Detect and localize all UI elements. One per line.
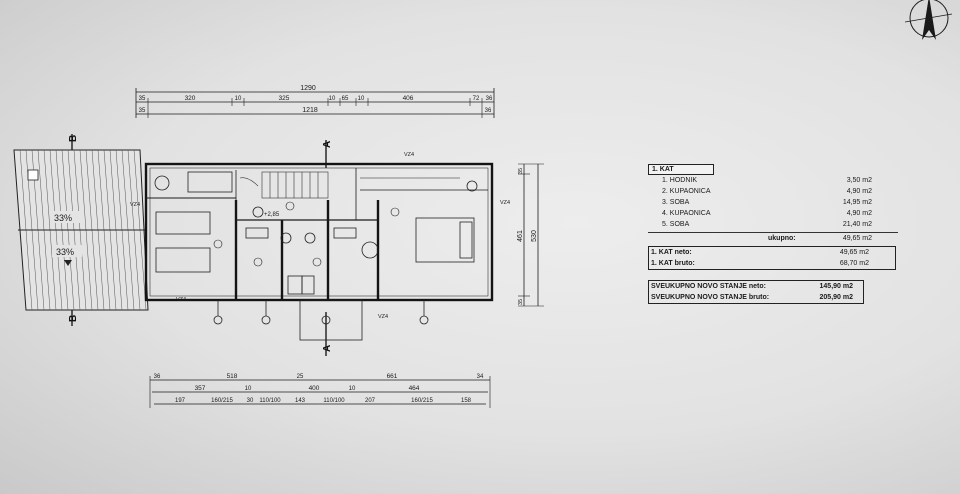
- dim-bottom-3: 110/100: [323, 398, 345, 404]
- vz-label: VZ4: [176, 297, 186, 303]
- dim-top-total: 1290: [300, 85, 316, 92]
- dim-top-seg: 10: [358, 96, 365, 102]
- overall-gross-row: SVEUKUPNO NOVO STANJE bruto: 205,90 m2: [649, 292, 863, 303]
- dim-top-seg: 10: [235, 96, 242, 102]
- dim-top-seg: 320: [185, 95, 196, 102]
- dim-bottom-2: 10: [245, 386, 252, 392]
- room-area: 4,90 m2: [846, 210, 872, 217]
- gross-value: 68,70 m2: [839, 260, 869, 267]
- dim-bottom-2: 400: [309, 385, 320, 392]
- dim-bottom-3: 197: [175, 398, 186, 404]
- dim-top-seg: 10: [329, 96, 336, 102]
- gross-label: 1. KAT bruto:: [651, 260, 695, 267]
- dim-bottom-1: 25: [297, 374, 304, 380]
- dim-bottom-2: 10: [349, 386, 356, 392]
- dim-right-bottom: 35: [518, 299, 524, 305]
- dim-right-inner: 461: [517, 230, 524, 242]
- dim-bottom-1: 518: [227, 373, 238, 380]
- section-a-top: A: [322, 141, 333, 148]
- room-name: 2. KUPAONICA: [662, 188, 711, 195]
- overall-net-label: SVEUKUPNO NOVO STANJE neto:: [651, 283, 766, 290]
- room-area: 4,90 m2: [846, 188, 872, 195]
- overall-net-row: SVEUKUPNO NOVO STANJE neto: 145,90 m2: [649, 281, 863, 292]
- column-markers: [213, 299, 429, 341]
- dim-bottom-1: 36: [154, 374, 161, 380]
- top-dimensions: 1290 35 320 10 325 10 65 10 406 72 36 35…: [135, 85, 495, 118]
- dim-top-inner: 1218: [302, 107, 318, 114]
- right-dimensions: 461 530 35 35: [517, 163, 544, 307]
- dim-bottom-3: 158: [461, 398, 472, 404]
- overall-net-value: 145,90 m2: [819, 283, 853, 290]
- dim-right-total: 530: [531, 230, 538, 242]
- dim-bottom-3: 160/215: [411, 398, 433, 404]
- legend-header: 1. KAT: [648, 164, 714, 175]
- total-value: 49,65 m2: [842, 235, 872, 242]
- dim-bottom-3: 143: [295, 398, 306, 404]
- dim-bottom-3: 110/100: [259, 398, 281, 404]
- dim-bottom-1: 34: [477, 374, 484, 380]
- roof-slope-label: 33%: [54, 213, 72, 223]
- legend-total: ukupno: 49,65 m2: [648, 232, 898, 244]
- dim-top-seg: 36: [486, 96, 493, 102]
- room-area: 14,95 m2: [842, 199, 872, 206]
- total-label: ukupno:: [768, 235, 796, 242]
- dim-top-seg: 72: [473, 96, 480, 102]
- room-name: 4. KUPAONICA: [662, 210, 711, 217]
- vz-label: VZ4: [404, 152, 414, 158]
- stairs: [239, 171, 329, 199]
- roof-slope-label: 33%: [56, 247, 74, 257]
- legend-row: 1. HODNIK 3,50 m2: [648, 175, 898, 186]
- vz-label: VZ4: [500, 200, 510, 206]
- vz-label: VZ4: [378, 314, 388, 320]
- dim-bottom-3: 207: [365, 398, 376, 404]
- legend-row: 2. KUPAONICA 4,90 m2: [648, 186, 898, 197]
- gross-row: 1. KAT bruto: 68,70 m2: [649, 258, 895, 269]
- room-name: 3. SOBA: [662, 199, 690, 206]
- section-b-top: B: [68, 135, 79, 142]
- net-row: 1. KAT neto: 49,65 m2: [649, 247, 895, 258]
- area-legend: 1. KAT 1. HODNIK 3,50 m2 2. KUPAONICA 4,…: [648, 164, 898, 304]
- legend-row: 4. KUPAONICA 4,90 m2: [648, 208, 898, 219]
- dim-top-seg: 65: [342, 96, 349, 102]
- room-name: 5. SOBA: [662, 221, 690, 228]
- dim-top-inner: 35: [139, 108, 146, 114]
- section-b-bottom: B: [68, 315, 79, 322]
- overall-summary-box: SVEUKUPNO NOVO STANJE neto: 145,90 m2 SV…: [648, 280, 864, 304]
- legend-row: 3. SOBA 14,95 m2: [648, 197, 898, 208]
- bottom-dimensions: 36 518 25 661 34 357 10 400 10 464 197 1…: [149, 373, 491, 408]
- net-label: 1. KAT neto:: [651, 249, 692, 256]
- overall-gross-label: SVEUKUPNO NOVO STANJE bruto:: [651, 294, 770, 301]
- legend-row: 5. SOBA 21,40 m2: [648, 219, 898, 230]
- dim-bottom-2: 464: [409, 385, 420, 392]
- dim-bottom-1: 661: [387, 373, 398, 380]
- dim-bottom-2: 357: [195, 385, 206, 392]
- dim-bottom-3: 30: [247, 398, 254, 404]
- roof-area: 33% 33%: [13, 149, 149, 311]
- dim-right-top: 35: [518, 168, 524, 174]
- dim-top-seg: 325: [279, 95, 290, 102]
- dim-top-seg: 35: [139, 96, 146, 102]
- overall-gross-value: 205,90 m2: [819, 294, 853, 301]
- floor-summary-box: 1. KAT neto: 49,65 m2 1. KAT bruto: 68,7…: [648, 246, 896, 270]
- dim-bottom-3: 160/215: [211, 398, 233, 404]
- north-arrow-icon: [904, 0, 953, 40]
- room-area: 21,40 m2: [842, 221, 872, 228]
- dim-top-seg: 406: [403, 95, 414, 102]
- building-outline: [144, 162, 494, 302]
- net-value: 49,65 m2: [839, 249, 869, 256]
- floor-level: +2,85: [264, 212, 280, 218]
- room-area: 3,50 m2: [846, 177, 872, 184]
- section-markers: A A B B: [68, 134, 333, 356]
- room-labels: +2,85: [213, 201, 400, 267]
- section-a-bottom: A: [322, 345, 333, 352]
- furniture: [154, 171, 478, 295]
- window-tags: VZ4 VZ4 VZ4 VZ4 VZ4: [130, 152, 510, 320]
- dim-top-inner: 36: [485, 108, 492, 114]
- room-name: 1. HODNIK: [662, 177, 698, 184]
- vz-label: VZ4: [130, 202, 140, 208]
